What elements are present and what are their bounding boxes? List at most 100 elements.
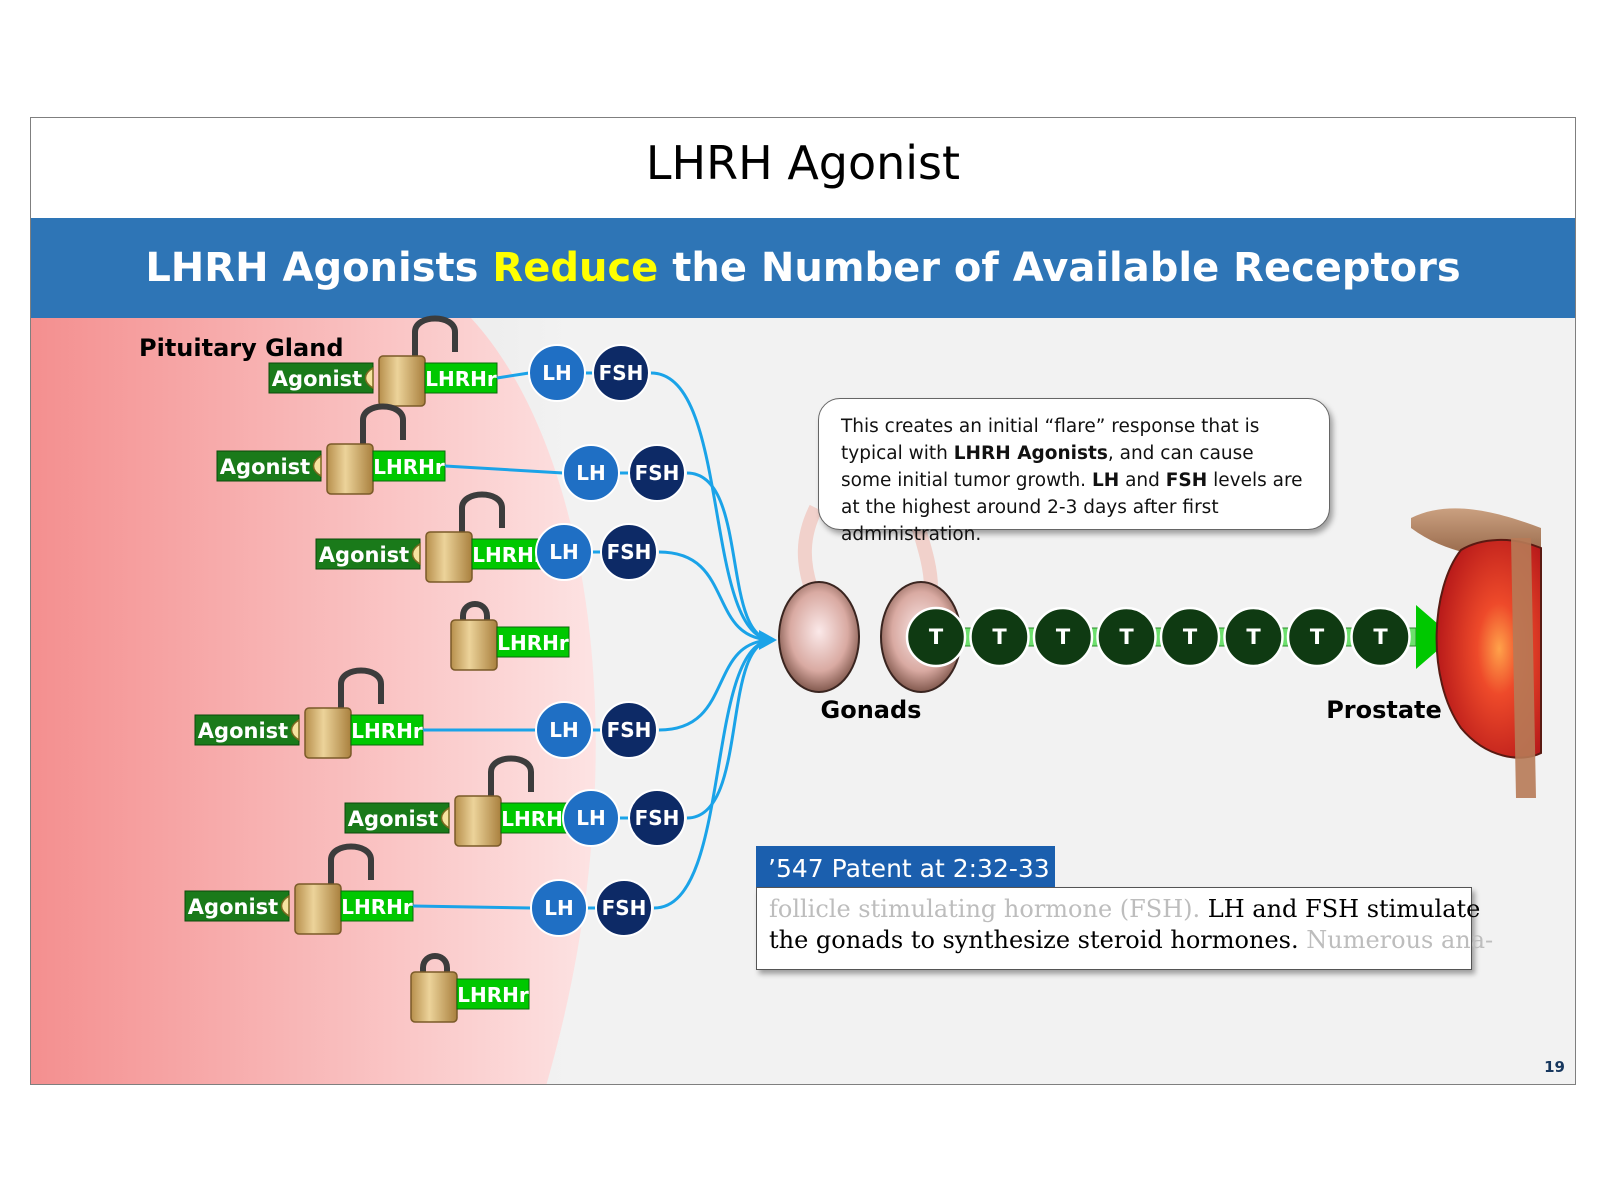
fsh-hormone xyxy=(595,879,653,937)
lh-label: LH xyxy=(576,461,605,485)
arrow-icon xyxy=(1416,605,1453,669)
fsh-label: FSH xyxy=(607,718,652,742)
padlock-icon xyxy=(378,355,426,407)
signal-curve xyxy=(650,371,774,642)
fsh-hormone xyxy=(600,701,658,759)
agonist-label: Agonist xyxy=(348,807,438,831)
agonist-key xyxy=(440,806,450,830)
callout-text: , and can cause some initial tumor growt… xyxy=(841,443,1254,491)
signal-curve xyxy=(653,638,774,910)
testosterone-label: T xyxy=(1119,625,1134,649)
connector-left xyxy=(797,504,823,591)
receptor-unit: LHRHr xyxy=(450,601,570,671)
gonads-label: Gonads xyxy=(821,696,922,724)
receptor-label: LHRHr xyxy=(425,367,497,391)
padlock-icon xyxy=(450,619,498,671)
lh-hormone xyxy=(535,701,593,759)
testosterone-molecule xyxy=(1223,606,1284,668)
callout-text: and xyxy=(1119,470,1166,491)
testosterone-label: T xyxy=(1373,625,1388,649)
lh-hormone xyxy=(562,789,620,847)
signal-curve xyxy=(686,638,774,820)
prostate-icon xyxy=(1411,508,1542,798)
headline-highlight: Reduce xyxy=(492,245,659,291)
receptor-box xyxy=(424,362,498,394)
pituitary-gland-label: Pituitary Gland xyxy=(139,334,344,362)
testosterone-molecule xyxy=(1096,606,1157,668)
headline-text: LHRH Agonists xyxy=(145,245,493,291)
signal-curve xyxy=(686,471,774,642)
fsh-label: FSH xyxy=(635,461,680,485)
padlock-icon xyxy=(410,971,458,1023)
quote-faded-text: follicle stimulating hormone (FSH). xyxy=(769,895,1208,923)
arrow-icon xyxy=(759,630,777,650)
quote-text: LH and FSH stimulate xyxy=(1207,895,1481,923)
headline-text-end: the Number of Available Receptors xyxy=(658,245,1461,291)
testosterone-molecule xyxy=(905,606,967,668)
headline-banner: LHRH Agonists Reduce the Number of Avail… xyxy=(31,218,1575,318)
callout-bold-agonists: LHRH Agonists xyxy=(953,443,1108,464)
lh-hormone xyxy=(530,879,588,937)
receptor-unit: Agonist LHRHr xyxy=(344,755,574,847)
receptor-box xyxy=(456,978,530,1010)
signal-curve xyxy=(658,638,774,732)
lh-label: LH xyxy=(544,896,573,920)
quote-faded-text: Numerous ana- xyxy=(1306,926,1494,954)
lh-label: LH xyxy=(549,718,578,742)
receptor-box xyxy=(350,714,424,746)
agonist-key xyxy=(290,718,300,742)
receptor-box xyxy=(372,450,446,482)
agonist-key xyxy=(364,366,374,390)
receptor-unit: LHRHr xyxy=(410,953,530,1023)
signal-line xyxy=(412,904,532,910)
callout-bold-fsh: FSH xyxy=(1165,470,1208,491)
callout-bold-lh: LH xyxy=(1091,470,1120,491)
citation-tab: ’547 Patent at 2:32-33 xyxy=(756,846,1055,892)
testosterone-molecule xyxy=(1286,606,1348,668)
pituitary-gland-region xyxy=(31,318,596,1084)
page-number: 19 xyxy=(1544,1058,1565,1076)
testosterone-molecule xyxy=(1032,606,1094,668)
lh-label: LH xyxy=(542,361,571,385)
open-padlock-icon xyxy=(488,755,534,798)
signal-curve xyxy=(658,550,774,642)
open-padlock-icon xyxy=(328,843,374,886)
lh-hormone xyxy=(528,344,586,402)
agonist-key xyxy=(312,454,322,478)
slide-title: LHRH Agonist xyxy=(645,136,961,190)
agonist-label: Agonist xyxy=(198,719,288,743)
receptor-label: LHRHr xyxy=(457,983,529,1007)
open-padlock-icon xyxy=(459,491,505,534)
testosterone-molecule xyxy=(1159,606,1221,668)
quote-line-2: the gonads to synthesize steroid hormone… xyxy=(769,925,1493,956)
patent-quote: follicle stimulating hormone (FSH). LH a… xyxy=(756,887,1493,970)
receptor-label: LHRHr xyxy=(497,631,569,655)
signal-line xyxy=(496,371,530,380)
padlock-icon xyxy=(454,795,502,847)
agonist-box xyxy=(268,362,374,394)
agonist-box xyxy=(344,802,450,834)
testosterone-label: T xyxy=(929,625,944,649)
fsh-label: FSH xyxy=(602,896,647,920)
agonist-key xyxy=(280,894,290,918)
lh-label: LH xyxy=(576,806,605,830)
padlock-icon xyxy=(294,883,342,935)
lh-hormone xyxy=(535,523,593,581)
agonist-label: Agonist xyxy=(220,455,310,479)
padlock-icon xyxy=(425,531,473,583)
receptor-label: LHRHr xyxy=(501,807,573,831)
testosterone-label: T xyxy=(1246,625,1261,649)
quote-text: the gonads to synthesize steroid hormone… xyxy=(769,926,1307,954)
agonist-box xyxy=(184,890,290,922)
prostate-label: Prostate xyxy=(1326,696,1442,724)
fsh-label: FSH xyxy=(607,540,652,564)
agonist-label: Agonist xyxy=(188,895,278,919)
agonist-label: Agonist xyxy=(272,367,362,391)
fsh-label: FSH xyxy=(599,361,644,385)
